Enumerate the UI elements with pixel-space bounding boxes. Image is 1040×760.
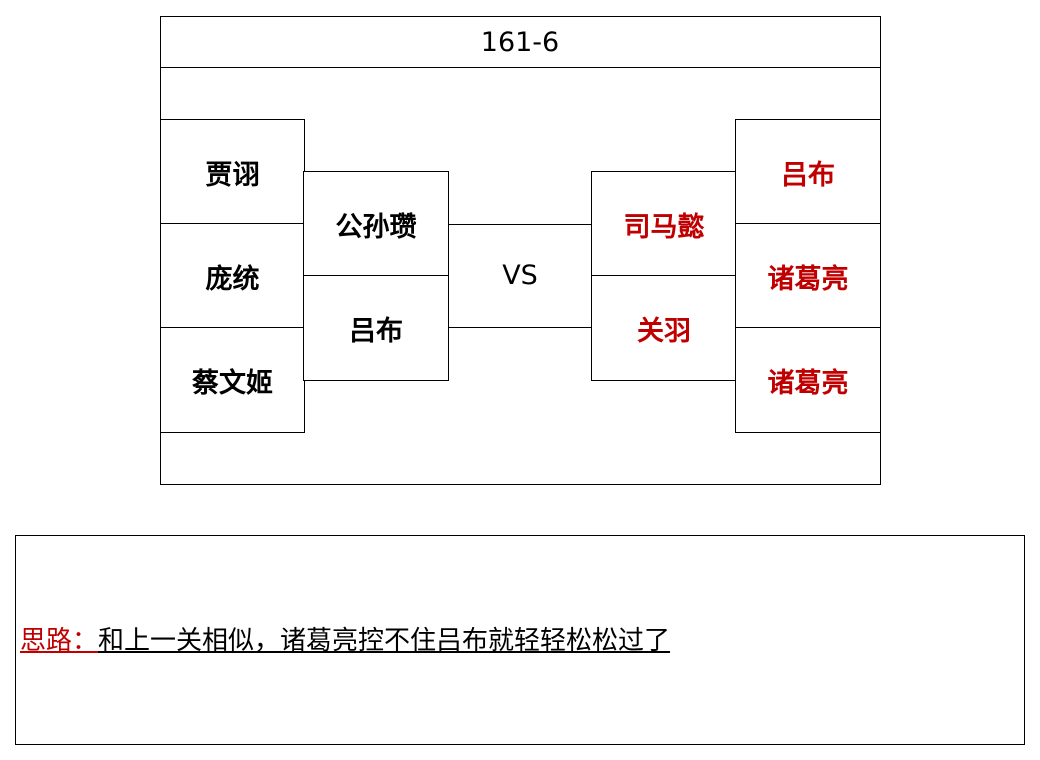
note-box (15, 535, 1025, 745)
connector-line-bottom (448, 327, 593, 328)
left-outer-hero-2: 庞统 (160, 223, 305, 329)
left-outer-hero-1: 贾诩 (160, 119, 305, 225)
left-outer-hero-3: 蔡文姬 (160, 327, 305, 433)
right-outer-hero-1: 吕布 (735, 119, 881, 225)
left-inner-hero-1: 公孙瓒 (303, 171, 449, 277)
right-inner-hero-2: 关羽 (591, 275, 737, 381)
right-outer-hero-3: 诸葛亮 (735, 327, 881, 433)
vs-label: VS (502, 259, 538, 291)
title-divider (160, 67, 881, 68)
stage-title: 161-6 (480, 26, 560, 58)
right-inner-hero-1: 司马懿 (591, 171, 737, 277)
connector-line-top (448, 224, 593, 225)
note-label: 思路： (20, 626, 99, 656)
note-text: 和上一关相似，诸葛亮控不住吕布就轻轻松松过了 (98, 626, 671, 656)
strategy-note: 思路：和上一关相似，诸葛亮控不住吕布就轻轻松松过了 (20, 620, 670, 657)
right-outer-hero-2: 诸葛亮 (735, 223, 881, 329)
left-inner-hero-2: 吕布 (303, 275, 449, 381)
